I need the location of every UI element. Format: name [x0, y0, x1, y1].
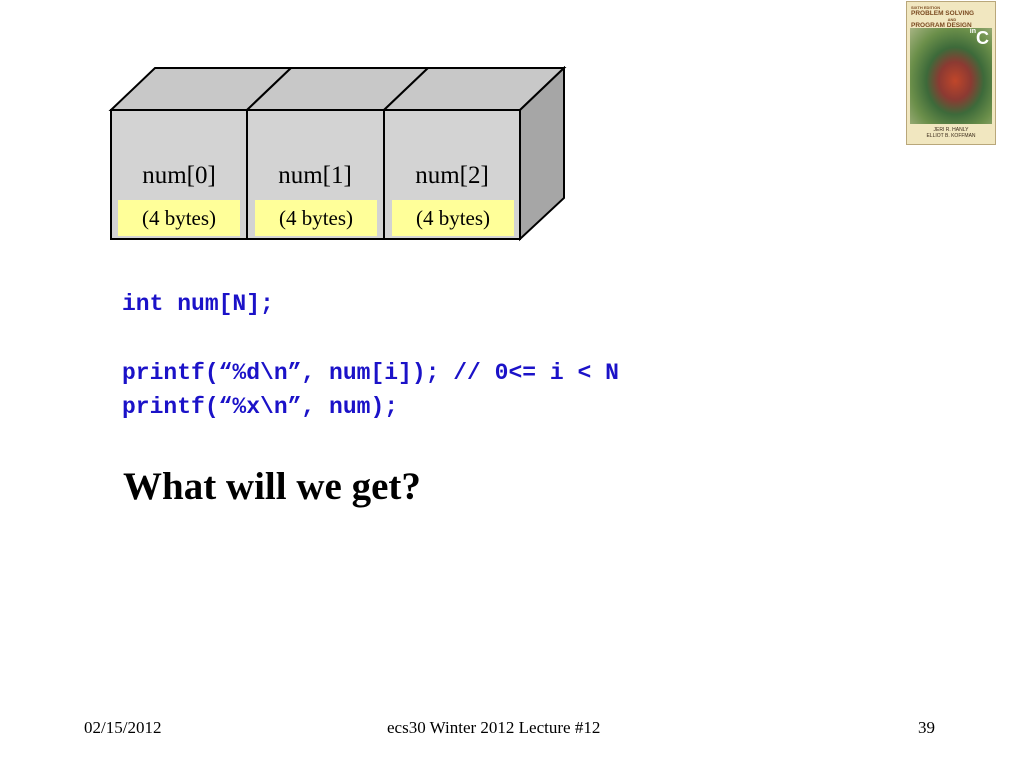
code-printf-element: printf(“%d\n”, num[i]); // 0<= i < N	[122, 360, 619, 386]
book-cover-title: SIXTH EDITION PROBLEM SOLVING AND PROGRA…	[911, 5, 993, 29]
cell-2-size-tag: (4 bytes)	[392, 200, 514, 236]
book-cover-language: inC	[970, 28, 989, 49]
array-boxes-svg	[108, 66, 567, 242]
book-cover-author1: JERI R. HANLY	[933, 127, 969, 133]
book-cover-title-line1: PROBLEM SOLVING	[911, 10, 975, 17]
code-declaration: int num[N];	[122, 291, 274, 317]
cell-2-label: num[2]	[415, 162, 489, 189]
book-cover-art	[910, 28, 992, 124]
question-heading: What will we get?	[123, 465, 421, 508]
array-diagram: num[0] num[1] num[2] (4 bytes) (4 bytes)…	[108, 66, 568, 242]
book-cover-in: in	[969, 28, 976, 35]
cell-1-size-tag: (4 bytes)	[255, 200, 377, 236]
book-cover-author2: ELLIOT B. KOFFMAN	[926, 133, 976, 139]
footer-page-number: 39	[918, 718, 935, 737]
book-cover-c-letter: C	[976, 28, 989, 48]
code-printf-address: printf(“%x\n”, num);	[122, 394, 399, 420]
footer-date: 02/15/2012	[84, 718, 162, 737]
book-cover-and: AND	[947, 17, 957, 22]
cell-1-label: num[1]	[278, 162, 352, 189]
book-cover-image: SIXTH EDITION PROBLEM SOLVING AND PROGRA…	[906, 1, 996, 145]
footer-course: ecs30 Winter 2012 Lecture #12	[387, 718, 601, 737]
book-cover-title-line2: PROGRAM DESIGN	[911, 22, 972, 29]
cell-0-size-tag: (4 bytes)	[118, 200, 240, 236]
cell-0-label: num[0]	[142, 162, 216, 189]
book-cover-authors: JERI R. HANLY ELLIOT B. KOFFMAN	[907, 127, 995, 139]
book-cover-edition: SIXTH EDITION	[911, 5, 941, 10]
